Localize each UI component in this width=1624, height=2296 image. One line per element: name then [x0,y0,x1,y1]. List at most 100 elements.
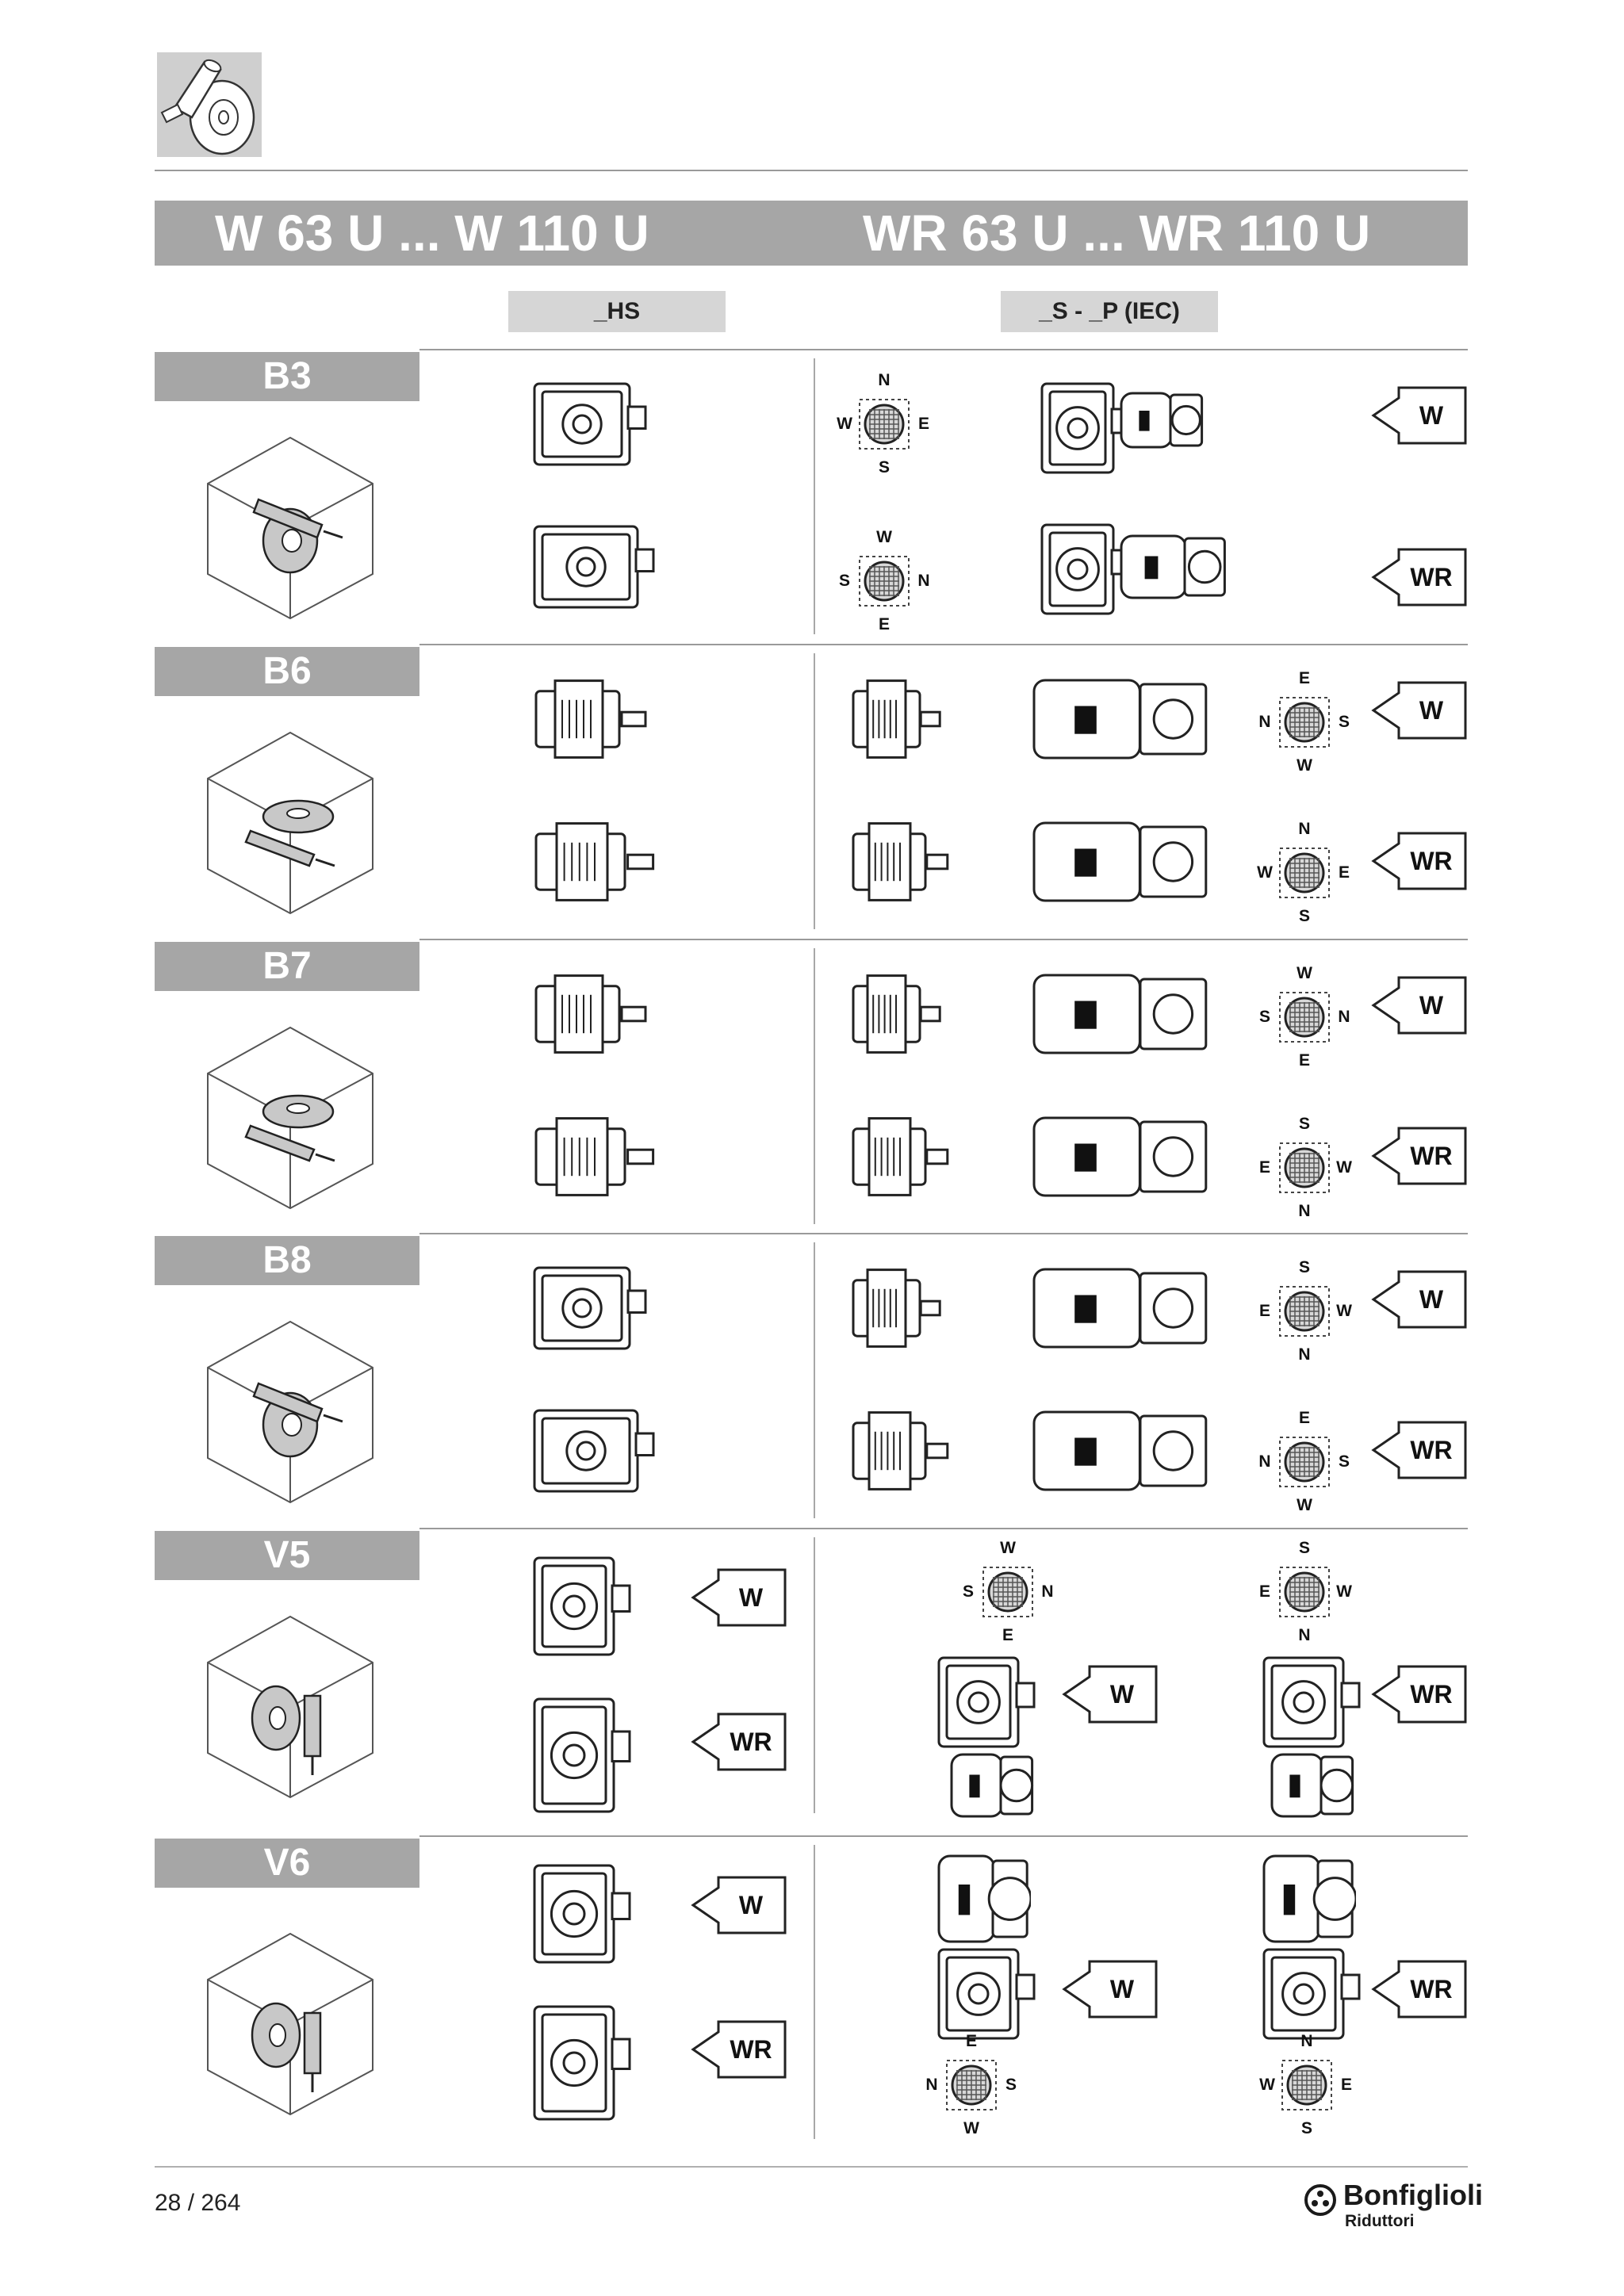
compass-left-label: W [1259,2076,1275,2094]
gearbox-iec-wr [1261,1946,1364,2042]
compass-top-label: N [1298,820,1311,838]
compass-right-label: N [917,572,930,590]
callout-label: W [738,1891,764,1919]
callout-label: WR [1410,563,1453,591]
compass-top-label: E [965,2032,977,2050]
gearbox-iec-w [936,1655,1039,1750]
row-label: B7 [155,942,419,991]
motor-iec-w [948,1750,1036,1821]
gearbox-hs-wr [531,1696,634,1815]
compass-top-label: N [1300,2032,1313,2050]
arrow-tag-icon [691,1712,787,1771]
compass-right-label: W [1336,1582,1352,1601]
compass-bottom-label: W [963,2119,979,2137]
shaft-orientation-icon [1281,2060,1332,2110]
compass-top-label: S [1298,1115,1310,1133]
arrow-tag-icon [1371,1421,1467,1479]
motor-iec-w [1118,388,1205,452]
gearbox-iec-wr [1261,1655,1364,1750]
gearbox-hs-wr [531,818,658,905]
gearbox-hs-wr [531,1113,658,1200]
compass-right-label: S [1005,2076,1017,2094]
column-divider [814,358,815,634]
callout-label: W [1419,696,1444,725]
shaft-orientation-icon [982,1567,1033,1617]
compass-top-label: W [1297,964,1312,982]
gearbox-flange-wr [848,818,952,905]
compass-top-label: S [1298,1539,1310,1557]
shaft-orientation-icon [1279,992,1330,1043]
gearbox-hs-wr [531,523,658,610]
arrow-tag-icon [1371,976,1467,1035]
shaft-orientation-icon [859,399,910,450]
arrow-tag-icon [691,1568,787,1627]
shaft-orientation-icon [1279,1567,1330,1617]
callout-label: WR [1410,1436,1453,1464]
mounting-position-cube [203,729,377,916]
row-label: V5 [155,1531,419,1580]
gearbox-flange-w [848,675,944,763]
compass-left-label: W [837,415,852,433]
compass-top-label: W [1000,1539,1016,1557]
callout-label: WR [1410,1975,1453,2003]
motor-iec-w [1031,675,1213,763]
gearbox-flange-wr [848,1113,952,1200]
compass-bottom-label: S [878,458,890,476]
compass-bottom-label: E [878,615,890,633]
callout-label: W [1109,1975,1135,2003]
column-divider [814,948,815,1224]
compass-bottom-label: W [1297,1496,1312,1514]
gearbox-hs-w [531,1555,634,1658]
callout-label: W [738,1583,764,1612]
model-callout-wr: WR [1370,831,1469,891]
model-callout-wr: WR [690,2019,788,2080]
compass-left-label: S [838,572,850,590]
compass-left-label: N [1258,1452,1271,1471]
compass-top-label: N [878,371,891,389]
row-label: V6 [155,1839,419,1888]
arrow-tag-icon [691,2020,787,2079]
column-header-hs: _HS [508,291,726,332]
row-label: B8 [155,1236,419,1285]
row-label: B6 [155,647,419,696]
model-callout-w: W [690,1567,788,1628]
callout-label: W [1419,1285,1444,1314]
model-callout-w: W [1061,1959,1159,2019]
page-number: 28 / 264 [155,2190,241,2216]
motor-iec-wr [1269,1750,1356,1821]
row-label: B3 [155,352,419,401]
arrow-tag-icon [1371,1270,1467,1329]
compass-right-label: E [1340,2076,1352,2094]
brand-subtitle: Riduttori [1345,2212,1415,2230]
model-callout-wr: WR [1370,1664,1469,1724]
model-callout-w: W [1061,1664,1159,1724]
compass-right-label: E [1338,863,1350,882]
model-callout-w: W [1370,1269,1469,1330]
model-callout-wr: WR [1370,1420,1469,1480]
gearbox-flange-wr [848,1407,952,1494]
shaft-orientation-icon [1279,848,1330,898]
gearbox-hs-w [531,1862,634,1965]
compass-bottom-label: E [1002,1626,1013,1644]
gearbox-hs-w [531,1265,650,1352]
motor-iec-w [936,1851,1032,1946]
callout-label: W [1109,1680,1135,1709]
motor-iec-wr [1261,1851,1358,1946]
arrow-tag-icon [1371,1665,1467,1724]
compass-right-label: N [1338,1008,1350,1026]
model-callout-w: W [1370,975,1469,1035]
gearbox-hs-wr [531,2003,634,2122]
compass-bottom-label: S [1298,907,1310,925]
arrow-tag-icon [1371,548,1467,607]
